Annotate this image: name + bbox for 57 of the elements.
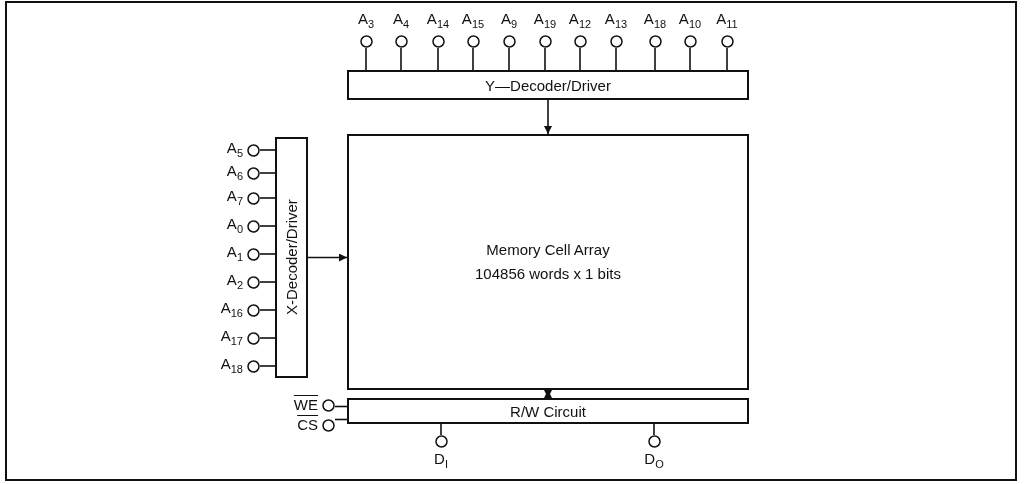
pin-label: A$_{16}$ xyxy=(220,298,243,321)
pin-label: A$_{0}$ xyxy=(226,214,243,237)
pin-label: A$_{2}$ xyxy=(226,270,243,293)
arrow xyxy=(544,389,552,399)
connector-line xyxy=(653,423,655,436)
block-box: X-Decoder/Driver xyxy=(275,137,308,378)
connector-line xyxy=(400,47,402,71)
pin-label: A$_{17}$ xyxy=(220,326,243,349)
pin-label: A$_{6}$ xyxy=(226,161,243,184)
connector-line xyxy=(437,47,439,71)
connector-line xyxy=(654,47,656,71)
pin-label: A$_{4}$ xyxy=(392,10,410,32)
pin-label: D$_{I}$ xyxy=(434,450,448,472)
connector-line xyxy=(259,225,276,227)
connector-line xyxy=(259,253,276,255)
pin-label: A$_{5}$ xyxy=(226,138,243,161)
block-box: R/W Circuit xyxy=(347,398,749,424)
block-title: Memory Cell Array xyxy=(486,240,610,260)
connector-line xyxy=(579,47,581,71)
pin-label: A$_{14}$ xyxy=(426,10,450,32)
connector-line xyxy=(259,281,276,283)
connector-line xyxy=(259,309,276,311)
pin-label: A$_{18}$ xyxy=(220,354,243,377)
pin-label: D$_{O}$ xyxy=(644,450,664,472)
pin-label: A$_{7}$ xyxy=(226,186,243,209)
connector-line xyxy=(259,365,276,367)
connector-line xyxy=(259,337,276,339)
connector-line xyxy=(334,418,348,421)
pin-label: A$_{13}$ xyxy=(604,10,628,32)
pin-label: A$_{10}$ xyxy=(678,10,702,32)
connector-line xyxy=(440,423,442,436)
arrow xyxy=(307,253,348,262)
pin-label: A$_{12}$ xyxy=(568,10,592,32)
block-box xyxy=(347,134,749,390)
pin-label: CS xyxy=(297,416,318,434)
connector-line xyxy=(544,47,546,71)
connector-line xyxy=(472,47,474,71)
connector-line xyxy=(334,405,348,408)
pin-label: WE xyxy=(293,396,318,414)
pin-label: A$_{18}$ xyxy=(643,10,667,32)
pin-label: A$_{1}$ xyxy=(226,242,243,265)
connector-line xyxy=(689,47,691,71)
pin-label: A$_{19}$ xyxy=(533,10,557,32)
connector-line xyxy=(259,149,276,151)
pin-label: A$_{3}$ xyxy=(357,10,375,32)
connector-line xyxy=(259,172,276,174)
block-box: Y—Decoder/Driver xyxy=(347,70,749,100)
connector-line xyxy=(365,47,367,71)
block-subtitle: 104856 words x 1 bits xyxy=(475,264,621,284)
connector-line xyxy=(259,197,276,199)
arrow xyxy=(544,99,552,135)
pin-label: A$_{9}$ xyxy=(500,10,518,32)
connector-line xyxy=(726,47,728,71)
connector-line xyxy=(508,47,510,71)
pin-label: A$_{11}$ xyxy=(716,10,738,32)
pin-label: A$_{15}$ xyxy=(461,10,485,32)
connector-line xyxy=(615,47,617,71)
